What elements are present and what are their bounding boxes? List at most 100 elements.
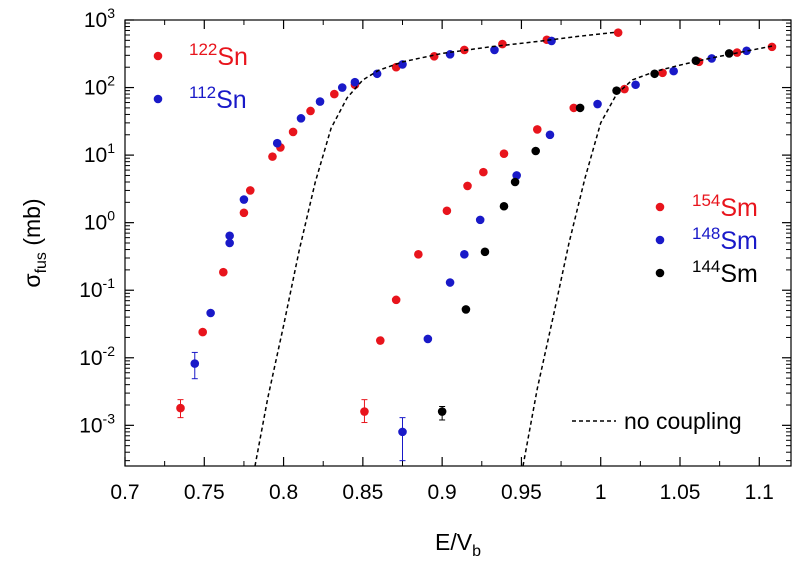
data-point xyxy=(398,60,407,69)
data-point xyxy=(414,250,423,259)
legend-label-element: Sm xyxy=(720,227,758,255)
y-tick-base: 10 xyxy=(84,77,107,100)
y-tick-label: 10-2 xyxy=(79,343,115,370)
y-tick-base: 10 xyxy=(84,212,107,235)
legend-label-mass-number: 112 xyxy=(189,83,216,102)
data-point xyxy=(219,267,228,277)
data-point xyxy=(650,69,659,79)
data-point xyxy=(669,66,678,76)
data-point xyxy=(376,336,385,345)
data-point xyxy=(463,181,472,191)
x-axis-label-main: E/V xyxy=(435,529,473,555)
data-point xyxy=(593,99,602,109)
data-point xyxy=(631,80,640,90)
y-tick-exponent: -1 xyxy=(103,275,116,291)
data-point xyxy=(306,106,315,116)
data-point xyxy=(547,36,556,46)
data-point xyxy=(315,97,325,106)
data-point xyxy=(691,56,701,65)
data-point xyxy=(613,28,623,37)
y-axis-label-unit: (mb) xyxy=(19,198,45,252)
legend-label-element: Sn xyxy=(216,86,247,114)
data-point xyxy=(620,84,629,94)
data-point xyxy=(724,49,734,58)
data-point xyxy=(475,215,485,225)
y-tick-label: 102 xyxy=(84,73,115,100)
data-point xyxy=(460,250,469,259)
data-point xyxy=(398,427,407,437)
x-tick-label: 0.7 xyxy=(110,481,139,504)
legend-marker xyxy=(655,235,665,245)
data-point xyxy=(461,305,471,314)
y-tick-base: 10 xyxy=(79,347,102,370)
data-point xyxy=(490,45,499,55)
legend-label: 112Sn xyxy=(189,83,247,114)
data-point xyxy=(423,334,433,344)
data-point xyxy=(510,177,520,187)
data-point xyxy=(575,103,585,113)
x-tick-label: 1 xyxy=(595,481,607,504)
x-tick-label: 1.05 xyxy=(660,481,701,504)
data-point xyxy=(437,407,447,416)
legend-label-text: no coupling xyxy=(624,408,742,434)
data-point xyxy=(288,127,298,137)
y-tick-label: 10-3 xyxy=(79,410,115,437)
legend-label-element: Sm xyxy=(720,194,758,222)
data-point xyxy=(225,231,234,241)
data-point xyxy=(479,167,488,177)
legend-bottom-right: no coupling xyxy=(572,408,742,434)
dashed-curve-1 xyxy=(522,44,776,466)
data-point xyxy=(239,208,249,218)
legend-label-mass-number: 144 xyxy=(692,257,720,276)
legend-marker xyxy=(153,51,163,61)
legend-label-element: Sn xyxy=(217,43,248,71)
y-tick-exponent: -3 xyxy=(103,410,116,426)
legend-top-left: 122Sn 112Sn xyxy=(153,40,248,114)
legend-marker xyxy=(153,94,163,104)
data-point xyxy=(445,278,455,287)
y-tick-exponent: 1 xyxy=(107,140,115,156)
y-tick-exponent: -2 xyxy=(103,343,116,359)
legend-label-element: Sm xyxy=(720,260,758,288)
data-point xyxy=(742,46,751,56)
data-point xyxy=(532,125,542,134)
x-tick-label: 0.75 xyxy=(184,481,225,504)
y-tick-label: 10-1 xyxy=(79,275,115,302)
data-point xyxy=(225,238,234,248)
y-tick-exponent: 2 xyxy=(107,73,115,89)
x-axis-label: E/Vb xyxy=(435,529,481,560)
y-axis-label-sub: fus xyxy=(33,252,50,273)
x-tick-label: 1.1 xyxy=(745,481,774,504)
data-point xyxy=(545,130,555,140)
data-point xyxy=(272,138,282,148)
data-point xyxy=(372,69,382,79)
y-tick-label: 101 xyxy=(84,140,115,167)
series-4 xyxy=(437,49,734,421)
legend-label-mass-number: 154 xyxy=(692,191,720,210)
data-point xyxy=(360,407,369,416)
y-tick-base: 10 xyxy=(84,9,107,32)
data-point xyxy=(190,359,200,368)
y-axis-label-main: σ xyxy=(19,273,45,287)
data-point xyxy=(707,54,717,63)
data-point xyxy=(337,83,347,92)
data-point xyxy=(296,114,306,123)
data-point xyxy=(767,42,777,52)
data-point xyxy=(268,152,277,161)
data-point xyxy=(391,295,401,305)
legend-label: 154Sm xyxy=(692,191,758,222)
dashed-curve-0 xyxy=(254,31,617,466)
legend-label: 144Sm xyxy=(692,257,758,288)
y-tick-label: 100 xyxy=(84,208,115,235)
legend-label: 122Sn xyxy=(189,40,248,71)
plot-marks xyxy=(176,28,777,466)
data-point xyxy=(245,186,255,195)
series-5 xyxy=(254,31,776,466)
data-point xyxy=(198,327,207,337)
data-point xyxy=(569,103,579,113)
data-point xyxy=(499,149,509,158)
legend-marker xyxy=(655,268,665,278)
legend-label-mass-number: 148 xyxy=(692,224,720,243)
